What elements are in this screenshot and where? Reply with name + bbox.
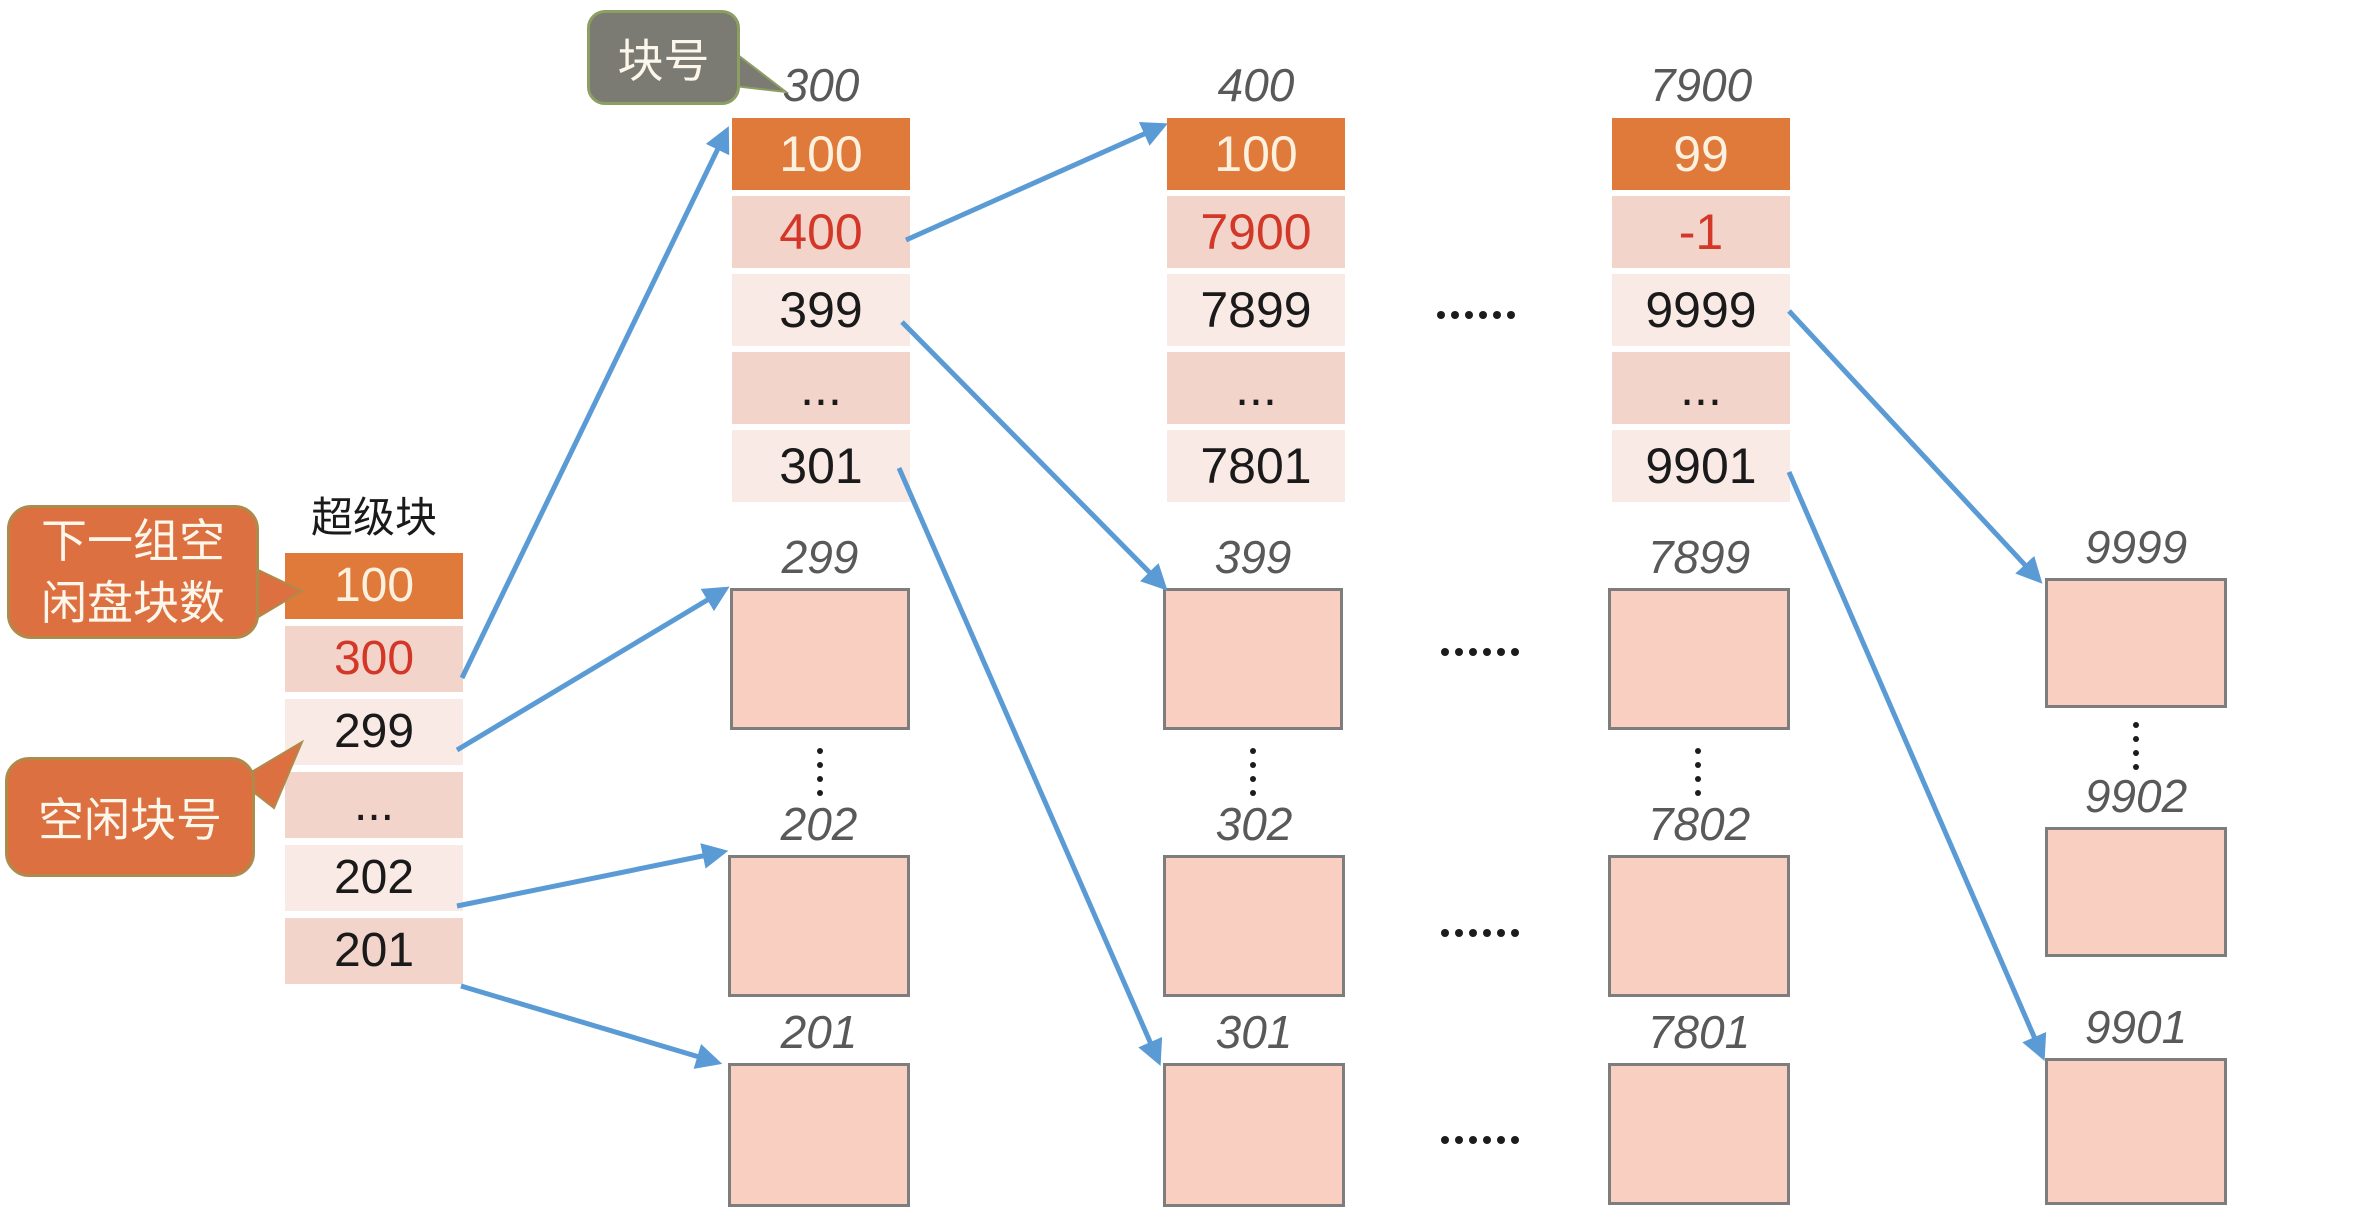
group-table-7900: 7900 99 -1 9999 ... 9901 — [1612, 62, 1790, 508]
arrow-g300-301-to-block301 — [896, 466, 1163, 1066]
callout-next-group-count: 下一组空闲盘块数 — [7, 505, 259, 639]
arrow-g7900-9901-to-block9901 — [1786, 471, 2047, 1061]
v-ellipsis-col4 — [2133, 722, 2139, 770]
free-block-201: 201 — [728, 1009, 910, 1207]
free-block-299: 299 — [730, 534, 910, 730]
free-block-7802: 7802 — [1608, 801, 1790, 997]
superblock-column: 100 300 299 ... 202 201 — [285, 553, 463, 991]
arrow-sb299-to-block299 — [455, 586, 730, 753]
group-7900-cell-ellipsis: ... — [1612, 352, 1790, 424]
free-block-7801-box — [1608, 1063, 1790, 1205]
free-block-301: 301 — [1163, 1009, 1345, 1207]
free-block-302-box — [1163, 855, 1345, 997]
free-block-9999: 9999 — [2045, 524, 2227, 708]
callout-free-block-number-label: 空闲块号 — [38, 794, 222, 846]
group-table-300: 300 100 400 399 ... 301 — [732, 62, 910, 508]
free-block-301-box — [1163, 1063, 1345, 1207]
arrow-sb201-to-block201 — [460, 983, 723, 1069]
callout-block-number-label: 块号 — [617, 34, 710, 87]
group-300-cell: 301 — [732, 430, 910, 502]
group-400-cell-count: 100 — [1167, 118, 1345, 190]
group-400-cell-ellipsis: ... — [1167, 352, 1345, 424]
group-400-cell-next-group: 7900 — [1167, 196, 1345, 268]
callout-next-group-count-label: 下一组空闲盘块数 — [41, 515, 225, 629]
free-block-7802-label: 7802 — [1647, 798, 1751, 850]
free-block-302-label: 302 — [1215, 798, 1293, 850]
free-block-399-box — [1163, 588, 1343, 730]
h-ellipsis-row-b — [1441, 929, 1519, 937]
group-300-cell-count: 100 — [732, 118, 910, 190]
free-block-9902-label: 9902 — [2084, 770, 2188, 822]
group-300-cell: 399 — [732, 274, 910, 346]
group-7900-cell: 9999 — [1612, 274, 1790, 346]
free-block-9902-box — [2045, 827, 2227, 957]
free-block-7899: 7899 — [1608, 534, 1790, 730]
group-300-cell-ellipsis: ... — [732, 352, 910, 424]
superblock-cell-count: 100 — [285, 553, 463, 619]
free-block-299-box — [730, 588, 910, 730]
free-block-202-label: 202 — [780, 798, 858, 850]
free-block-9901-label: 9901 — [2084, 1001, 2188, 1053]
superblock-cell-ellipsis: ... — [285, 772, 463, 838]
callout-free-block-number: 空闲块号 — [5, 757, 255, 877]
free-block-399: 399 — [1163, 534, 1343, 730]
free-block-7899-label: 7899 — [1647, 531, 1751, 583]
superblock-title: 超级块 — [310, 494, 437, 541]
free-block-9999-label: 9999 — [2084, 521, 2188, 573]
group-7900-cell-next-group: -1 — [1612, 196, 1790, 268]
group-table-300-header: 300 — [782, 59, 860, 111]
free-block-9999-box — [2045, 578, 2227, 708]
group-300-cell-next-group: 400 — [732, 196, 910, 268]
free-block-7802-box — [1608, 855, 1790, 997]
group-400-cell: 7899 — [1167, 274, 1345, 346]
group-table-400-header: 400 — [1217, 59, 1295, 111]
free-block-9901: 9901 — [2045, 1004, 2227, 1205]
free-block-9902: 9902 — [2045, 773, 2227, 957]
free-block-201-box — [728, 1063, 910, 1207]
group-table-7900-header: 7900 — [1649, 59, 1753, 111]
superblock-cell: 201 — [285, 918, 463, 984]
arrow-sb300-to-group300 — [459, 126, 730, 680]
superblock-cell: 299 — [285, 699, 463, 765]
free-block-7899-box — [1608, 588, 1790, 730]
arrow-g300-399-to-block399 — [900, 320, 1168, 591]
free-block-7801: 7801 — [1608, 1009, 1790, 1205]
free-block-302: 302 — [1163, 801, 1345, 997]
arrow-g7900-9999-to-block9999 — [1787, 309, 2043, 584]
group-table-400: 400 100 7900 7899 ... 7801 — [1167, 62, 1345, 508]
group-7900-cell: 9901 — [1612, 430, 1790, 502]
v-ellipsis-col2 — [1250, 748, 1256, 796]
free-block-301-label: 301 — [1215, 1006, 1293, 1058]
callout-block-number: 块号 — [587, 10, 740, 105]
group-7900-cell-count: 99 — [1612, 118, 1790, 190]
h-ellipsis-row-a — [1441, 648, 1519, 656]
v-ellipsis-col3 — [1695, 748, 1701, 796]
group-400-cell: 7801 — [1167, 430, 1345, 502]
free-block-202: 202 — [728, 801, 910, 997]
arrow-sb202-to-block202 — [456, 843, 729, 909]
arrow-g300-400-to-group400 — [904, 122, 1168, 243]
superblock-cell-next-group: 300 — [285, 626, 463, 692]
superblock-cell: 202 — [285, 845, 463, 911]
free-block-299-label: 299 — [781, 531, 859, 583]
v-ellipsis-col1 — [817, 748, 823, 796]
free-block-9901-box — [2045, 1058, 2227, 1205]
h-ellipsis-row-c — [1441, 1136, 1519, 1144]
free-block-399-label: 399 — [1214, 531, 1292, 583]
free-block-202-box — [728, 855, 910, 997]
free-block-201-label: 201 — [780, 1006, 858, 1058]
free-block-7801-label: 7801 — [1647, 1006, 1751, 1058]
h-ellipsis-tables — [1437, 311, 1515, 319]
